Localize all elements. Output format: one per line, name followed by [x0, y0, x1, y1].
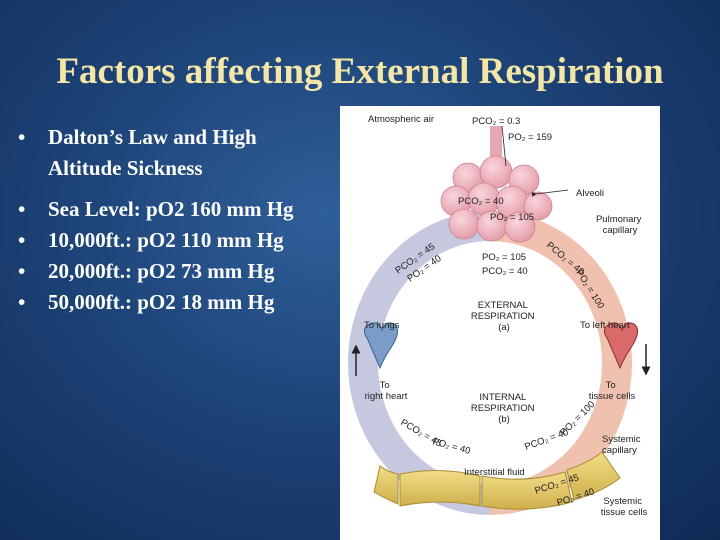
- alv-po2-label: PO₂ = 105: [490, 212, 534, 223]
- bullet-list: • Dalton’s Law and High Altitude Sicknes…: [18, 122, 348, 318]
- bullet-text: Altitude Sickness: [48, 156, 203, 180]
- pulmonary-capillary-label: Pulmonary capillary: [596, 214, 644, 236]
- bottom-left-po2-label: PO₂ = 40: [431, 436, 471, 457]
- to-tissue-cells-label: To tissue cells: [589, 380, 636, 402]
- systemic-capillary-label: Systemic capillary: [602, 434, 643, 456]
- atm-pco2-label: PCO₂ = 0.3: [472, 116, 520, 127]
- to-right-heart-label: To right heart: [365, 380, 408, 402]
- bullet-text: 10,000ft.: pO2 110 mm Hg: [48, 228, 284, 252]
- respiration-diagram: Atmospheric air PCO₂ = 0.3 PO₂ = 159 Alv…: [340, 106, 660, 540]
- bullet-text: 20,000ft.: pO2 73 mm Hg: [48, 259, 275, 283]
- atmospheric-air-label: Atmospheric air: [368, 114, 434, 125]
- mid-pco2-label: PCO₂ = 40: [482, 266, 528, 277]
- bullet-item: • Dalton’s Law and High Altitude Sicknes…: [18, 122, 348, 184]
- alveoli-cluster: [440, 126, 553, 243]
- bullet-item: • 20,000ft.: pO2 73 mm Hg: [18, 256, 348, 287]
- mid-po2-label: PO₂ = 105: [482, 252, 526, 263]
- bullet-dot: •: [18, 290, 26, 314]
- bullet-dot: •: [18, 197, 26, 221]
- respiration-diagram-svg: Atmospheric air PCO₂ = 0.3 PO₂ = 159 Alv…: [348, 114, 651, 518]
- internal-respiration-label: INTERNAL RESPIRATION (b): [471, 392, 537, 425]
- bullet-item: • 10,000ft.: pO2 110 mm Hg: [18, 225, 348, 256]
- bullet-text: 50,000ft.: pO2 18 mm Hg: [48, 290, 275, 314]
- tissue-cells: [373, 451, 621, 510]
- bullet-item: • Sea Level: pO2 160 mm Hg: [18, 194, 348, 225]
- atm-po2-label: PO₂ = 159: [508, 132, 552, 143]
- to-lungs-label: To lungs: [364, 320, 400, 331]
- bullet-text: Sea Level: pO2 160 mm Hg: [48, 197, 294, 221]
- bullet-dot: •: [18, 228, 26, 252]
- external-respiration-label: EXTERNAL RESPIRATION (a): [471, 300, 537, 333]
- interstitial-fluid-label: Interstitial fluid: [464, 467, 525, 478]
- bullet-dot: •: [18, 259, 26, 283]
- bullet-item: • 50,000ft.: pO2 18 mm Hg: [18, 287, 348, 318]
- bullet-text: Dalton’s Law and High: [48, 125, 257, 149]
- alveoli-label: Alveoli: [576, 188, 604, 199]
- left-heart-icon: [604, 322, 638, 370]
- bullet-dot: •: [18, 125, 26, 149]
- to-left-heart-label: To left heart: [580, 320, 630, 331]
- systemic-tissue-cells-label: Systemic tissue cells: [601, 496, 648, 518]
- right-heart-icon: [364, 322, 398, 370]
- alv-pco2-label: PCO₂ = 40: [458, 196, 504, 207]
- slide-title: Factors affecting External Respiration: [56, 51, 664, 92]
